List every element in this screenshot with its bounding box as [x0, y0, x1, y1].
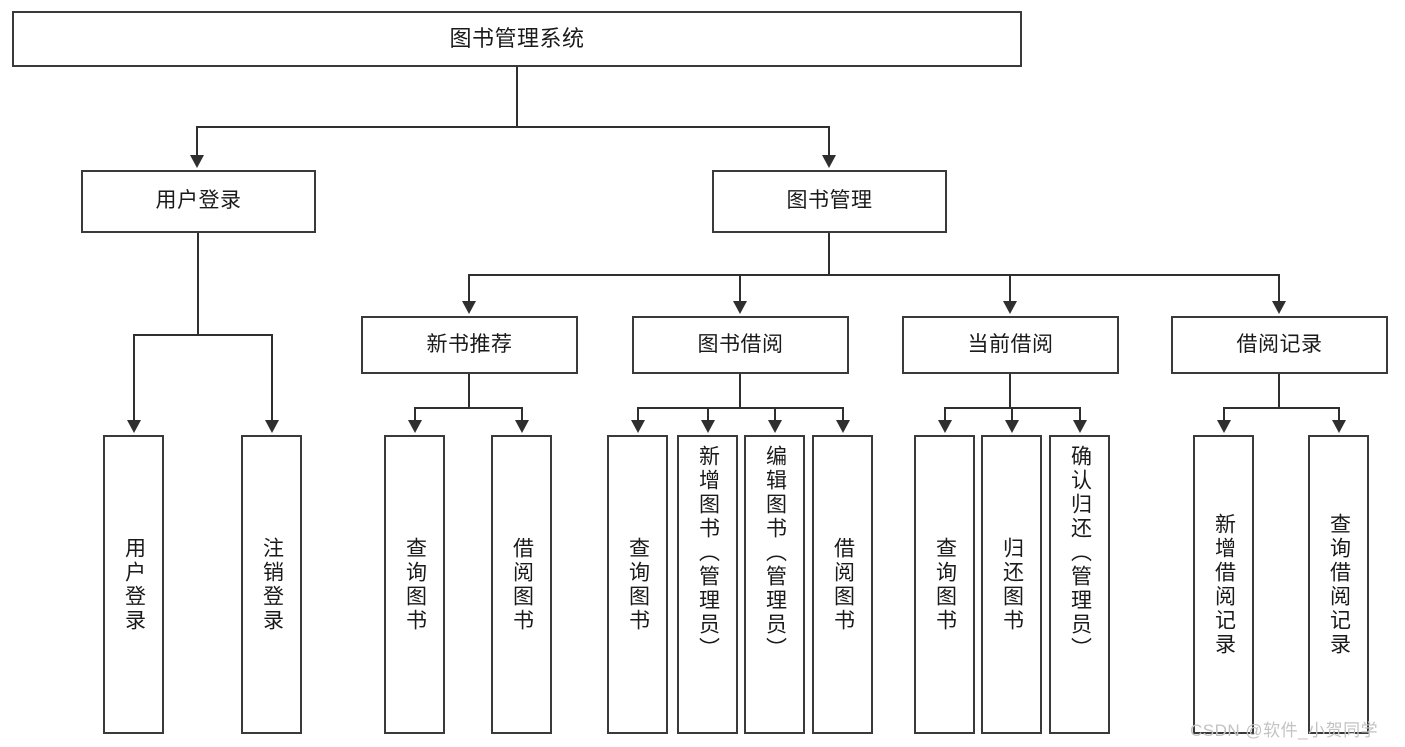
- connector-current-borrow-drop-2: [1011, 407, 1013, 422]
- node-label: 新增图书（管理员）: [696, 445, 720, 661]
- leaf-add-borrow-record[interactable]: 新增借阅记录: [1193, 435, 1254, 734]
- connector-to-current-borrow: [1009, 274, 1011, 302]
- leaf-edit-book-admin[interactable]: 编辑图书（管理员）: [744, 435, 805, 734]
- leaf-query-borrow-record[interactable]: 查询借阅记录: [1308, 435, 1369, 734]
- connector-current-borrow-stem: [1009, 374, 1011, 408]
- arrow-user-login-leaf-2: [265, 420, 279, 433]
- arrow-new-book-leaf-2: [515, 420, 529, 433]
- node-label: 查询图书: [403, 536, 427, 633]
- leaf-borrow-book-recommend[interactable]: 借阅图书: [491, 435, 552, 734]
- connector-new-book-drop-2: [521, 407, 523, 422]
- connector-level3-bus: [468, 274, 1279, 276]
- connector-borrow-record-stem: [1278, 374, 1280, 408]
- arrow-to-current-borrow: [1003, 301, 1017, 314]
- leaf-add-book-admin[interactable]: 新增图书（管理员）: [677, 435, 738, 734]
- node-new-book-recommend[interactable]: 新书推荐: [361, 316, 578, 374]
- connector-book-borrow-stem: [739, 374, 741, 408]
- leaf-user-login[interactable]: 用户登录: [103, 435, 164, 734]
- arrow-to-book-borrow: [733, 301, 747, 314]
- arrow-borrow-record-leaf-1: [1217, 420, 1231, 433]
- arrow-to-user-login: [190, 155, 204, 168]
- connector-borrow-record-drop-1: [1223, 407, 1225, 422]
- connector-level2-bus: [196, 126, 830, 128]
- watermark-csdn: CSDN @软件_小贺同学: [1190, 721, 1379, 740]
- leaf-return-book[interactable]: 归还图书: [981, 435, 1042, 734]
- arrow-to-new-book: [462, 301, 476, 314]
- leaf-query-book-borrow[interactable]: 查询图书: [607, 435, 668, 734]
- node-label: 图书管理: [786, 189, 873, 213]
- arrow-to-book-manage: [822, 155, 836, 168]
- node-label: 查询借阅记录: [1327, 512, 1351, 657]
- leaf-confirm-return-admin[interactable]: 确认归还（管理员）: [1049, 435, 1110, 734]
- connector-to-user-login: [196, 126, 198, 156]
- node-label: 确认归还（管理员）: [1068, 445, 1092, 661]
- leaf-user-logout[interactable]: 注销登录: [241, 435, 302, 734]
- node-borrow-record[interactable]: 借阅记录: [1171, 316, 1388, 374]
- node-current-borrow[interactable]: 当前借阅: [902, 316, 1119, 374]
- connector-root-stem: [516, 67, 518, 127]
- arrow-borrow-record-leaf-2: [1332, 420, 1346, 433]
- arrow-current-borrow-leaf-2: [1005, 420, 1019, 433]
- node-user-login[interactable]: 用户登录: [81, 170, 316, 233]
- connector-user-login-stem: [197, 233, 199, 335]
- arrow-to-borrow-record: [1272, 301, 1286, 314]
- connector-to-book-manage: [828, 126, 830, 156]
- node-label: 用户登录: [155, 189, 242, 213]
- connector-borrow-record-bus: [1223, 407, 1340, 409]
- arrow-book-borrow-leaf-2: [701, 420, 715, 433]
- node-label: 图书借阅: [697, 332, 784, 356]
- node-label: 借阅记录: [1236, 332, 1323, 356]
- arrow-current-borrow-leaf-3: [1073, 420, 1087, 433]
- leaf-query-book-current[interactable]: 查询图书: [914, 435, 975, 734]
- node-label: 查询图书: [933, 536, 957, 633]
- connector-current-borrow-drop-3: [1079, 407, 1081, 422]
- arrow-new-book-leaf-1: [408, 420, 422, 433]
- node-label: 用户登录: [122, 536, 146, 633]
- leaf-borrow-book[interactable]: 借阅图书: [812, 435, 873, 734]
- node-label: 借阅图书: [831, 536, 855, 633]
- connector-new-book-bus: [414, 407, 523, 409]
- connector-book-borrow-drop-4: [842, 407, 844, 422]
- node-label: 新书推荐: [426, 332, 513, 356]
- node-label: 新增借阅记录: [1212, 512, 1236, 657]
- connector-book-borrow-drop-3: [774, 407, 776, 422]
- arrow-book-borrow-leaf-3: [768, 420, 782, 433]
- node-label: 借阅图书: [510, 536, 534, 633]
- arrow-book-borrow-leaf-1: [631, 420, 645, 433]
- connector-borrow-record-drop-2: [1338, 407, 1340, 422]
- node-root-system[interactable]: 图书管理系统: [12, 11, 1022, 67]
- node-label: 当前借阅: [967, 332, 1054, 356]
- connector-user-login-drop-1: [133, 334, 135, 422]
- connector-book-borrow-drop-2: [707, 407, 709, 422]
- connector-book-manage-stem: [828, 233, 830, 275]
- node-label: 注销登录: [260, 536, 284, 633]
- connector-user-login-bus: [133, 334, 273, 336]
- node-label: 查询图书: [626, 536, 650, 633]
- leaf-query-book-recommend[interactable]: 查询图书: [384, 435, 445, 734]
- connector-new-book-stem: [468, 374, 470, 408]
- connector-book-borrow-drop-1: [637, 407, 639, 422]
- arrow-current-borrow-leaf-1: [938, 420, 952, 433]
- connector-book-borrow-bus: [637, 407, 843, 409]
- connector-new-book-drop-1: [414, 407, 416, 422]
- connector-to-new-book: [468, 274, 470, 302]
- connector-user-login-drop-2: [271, 334, 273, 422]
- node-label: 归还图书: [1000, 536, 1024, 633]
- arrow-book-borrow-leaf-4: [836, 420, 850, 433]
- arrow-user-login-leaf-1: [127, 420, 141, 433]
- connector-to-borrow-record: [1278, 274, 1280, 302]
- connector-to-book-borrow: [739, 274, 741, 302]
- connector-current-borrow-drop-1: [944, 407, 946, 422]
- node-book-borrow[interactable]: 图书借阅: [632, 316, 849, 374]
- node-label: 图书管理系统: [449, 26, 585, 52]
- node-label: 编辑图书（管理员）: [763, 445, 787, 661]
- node-book-management[interactable]: 图书管理: [712, 170, 947, 233]
